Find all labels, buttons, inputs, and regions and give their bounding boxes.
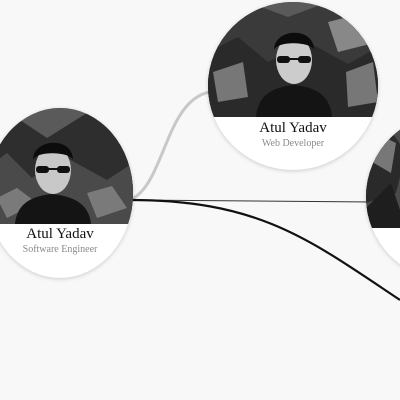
person-photo-icon bbox=[0, 108, 133, 224]
profile-photo bbox=[366, 113, 400, 228]
profile-caption: Atul Yadav Web Developer bbox=[208, 120, 378, 151]
connector-line-offscreen bbox=[129, 198, 400, 301]
person-photo-icon bbox=[366, 113, 400, 228]
profile-caption: Atul Yadav Software Engineer bbox=[0, 226, 133, 257]
connector-line-to-right-node bbox=[129, 199, 373, 203]
person-photo-icon bbox=[208, 2, 378, 117]
profile-photo bbox=[0, 108, 133, 224]
profile-node-software-engineer[interactable]: Atul Yadav Software Engineer bbox=[0, 108, 133, 278]
profile-node-offscreen[interactable] bbox=[366, 113, 400, 281]
profile-name: Atul Yadav bbox=[26, 226, 94, 242]
profile-name: Atul Yadav bbox=[259, 120, 327, 136]
profile-node-web-developer[interactable]: Atul Yadav Web Developer bbox=[208, 2, 378, 170]
connector-line-to-web-developer bbox=[129, 90, 211, 202]
profile-role: Web Developer bbox=[261, 138, 325, 149]
profile-role: Software Engineer bbox=[22, 244, 98, 255]
profile-photo bbox=[208, 2, 378, 117]
